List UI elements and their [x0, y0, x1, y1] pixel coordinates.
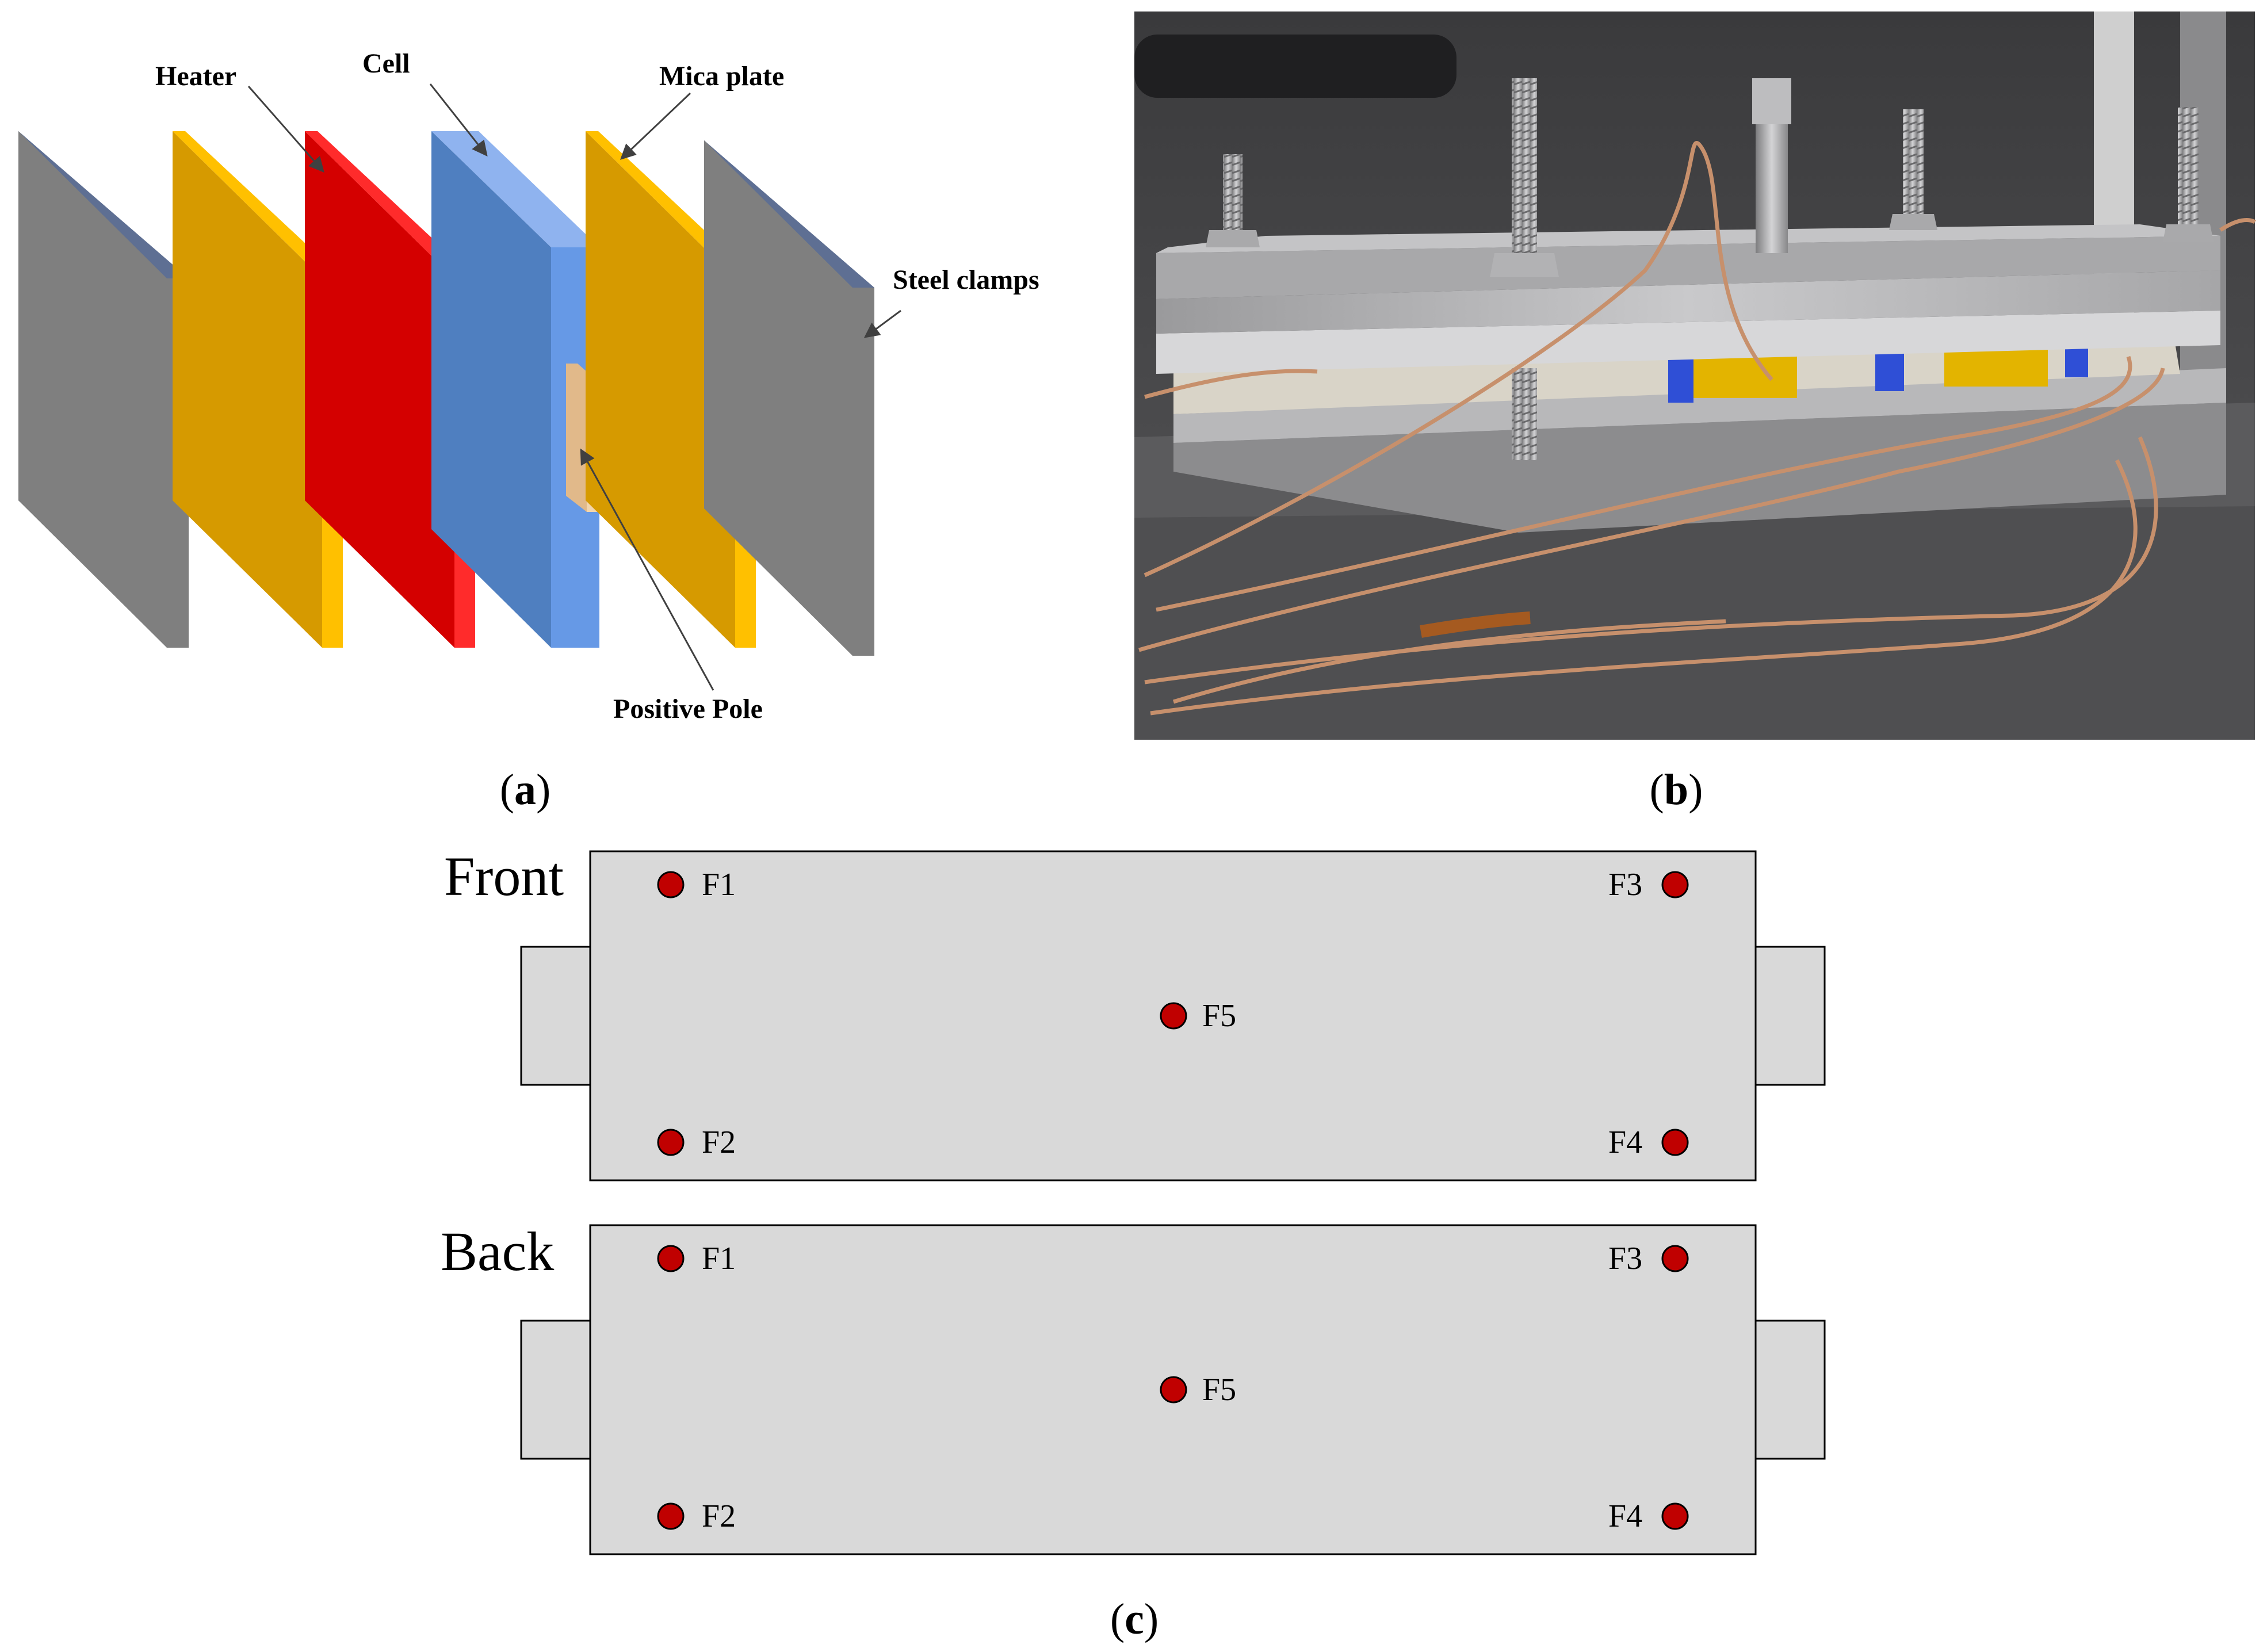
panel-b-photo: (b)	[1134, 12, 2256, 814]
back-point-f5: F5	[1160, 1372, 1236, 1408]
mica-plate-label: Mica plate	[659, 61, 784, 91]
heater-leader	[247, 86, 324, 173]
front-point-f5: F5	[1160, 998, 1236, 1034]
svg-text:F4: F4	[1608, 1498, 1642, 1534]
front-tab-left	[520, 946, 591, 1086]
back-tab-left	[520, 1320, 591, 1460]
cell-leader	[429, 83, 488, 157]
front-point-f2: F2	[657, 1125, 736, 1160]
svg-text:F4: F4	[1608, 1125, 1642, 1160]
mica-leader	[620, 92, 691, 160]
cell-label: Cell	[362, 48, 410, 79]
top-plate-top	[1156, 224, 2220, 253]
svg-text:F5: F5	[1202, 1372, 1236, 1408]
front-point-f3: F3	[1608, 867, 1689, 903]
panel-a-schematic: Heater Cell Mica plate Steel clamps Posi…	[18, 48, 1039, 814]
front-label: Front	[444, 846, 564, 907]
svg-text:F3: F3	[1608, 867, 1642, 903]
bolt-1	[1206, 154, 1260, 247]
top-plate-face	[1156, 236, 2220, 299]
bolt-5	[2163, 107, 2214, 242]
chamber-bar	[1134, 35, 1456, 98]
svg-text:F5: F5	[1202, 998, 1236, 1034]
front-cell: Front F1 F3 F5 F2 F4	[444, 846, 1826, 1181]
front-point-f4: F4	[1608, 1125, 1689, 1160]
steel-clamp-right	[704, 140, 874, 656]
steel-clamp-left	[18, 131, 189, 648]
bolt-2	[1490, 78, 1559, 277]
back-point-f1: F1	[657, 1241, 736, 1276]
front-point-f1: F1	[657, 867, 736, 903]
thermocouple-wires	[1138, 140, 2256, 716]
panel-b-caption: (b)	[1650, 766, 1703, 814]
back-point-f2: F2	[657, 1498, 736, 1534]
tape-yellow-1	[1693, 352, 1797, 398]
steel-clamps-label: Steel clamps	[893, 265, 1039, 295]
pole-leader	[580, 448, 714, 691]
middle-plate-2	[1156, 270, 2220, 334]
svg-text:F1: F1	[702, 1241, 736, 1276]
middle-plate	[1156, 311, 2220, 374]
positive-pole-label: Positive Pole	[613, 694, 763, 724]
svg-text:F1: F1	[702, 867, 736, 903]
heater-label: Heater	[155, 61, 236, 91]
bolt-6	[1512, 368, 1537, 460]
panel-c-caption: (c)	[1110, 1595, 1159, 1643]
steel-leader	[863, 309, 901, 338]
back-label: Back	[441, 1221, 554, 1282]
svg-text:F2: F2	[702, 1125, 736, 1160]
bottom-plate-face	[1173, 368, 2226, 443]
back-point-f4: F4	[1608, 1498, 1689, 1534]
svg-text:F3: F3	[1608, 1241, 1642, 1276]
bolt-4	[1889, 109, 1937, 230]
tape-blue-1	[1668, 357, 1693, 403]
back-point-f3: F3	[1608, 1241, 1689, 1276]
wire-band	[1420, 611, 1531, 638]
svg-text:F2: F2	[702, 1498, 736, 1534]
panel-a-caption: (a)	[500, 766, 551, 814]
bolt-3	[1752, 78, 1791, 253]
panel-c-point-layout: Front F1 F3 F5 F2 F4	[441, 846, 1826, 1643]
back-tab-right	[1754, 1320, 1826, 1460]
back-cell: Back F1 F3 F5 F2 F4	[441, 1221, 1826, 1555]
front-tab-right	[1754, 946, 1826, 1086]
